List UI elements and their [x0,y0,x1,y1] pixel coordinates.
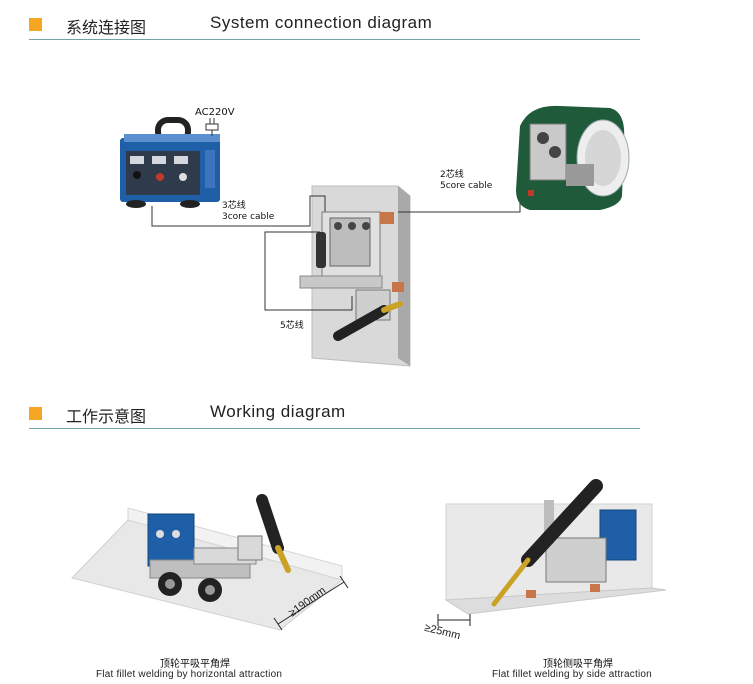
working-right-scene [437,479,667,626]
section-title-en: System connection diagram [210,13,433,32]
cable-label-zh: 3芯线 [222,201,246,211]
caption-en: Flat fillet welding by side attraction [492,669,652,680]
section-divider [29,39,640,40]
section-title-zh: 工作示意图 [66,407,147,426]
caption-zh: 顶轮平吸平角焊 [160,659,230,670]
caption-zh: 顶轮侧吸平角焊 [543,659,613,670]
cable-label-en: 3core cable [222,212,275,222]
welding-carriage [299,211,404,341]
section-marker-icon [29,18,42,31]
power-label: AC220V [195,107,235,118]
section-title-zh: 系统连接图 [66,18,147,37]
section-divider [29,428,640,429]
section-marker-icon [29,407,42,420]
working-left-scene [71,494,349,631]
cable-label-zh: 2芯线 [440,170,464,180]
caption-en: Flat fillet welding by horizontal attrac… [96,669,283,680]
cable-label-en: 5core cable [440,181,493,191]
wire-feeder [516,105,630,210]
section-header-working: 工作示意图 Working diagram [0,401,753,431]
cable-label-zh: 5芯线 [280,321,304,331]
section-header-connection: 系统连接图 System connection diagram [0,12,753,42]
section-title-en: Working diagram [210,402,346,421]
control-box [120,117,220,208]
